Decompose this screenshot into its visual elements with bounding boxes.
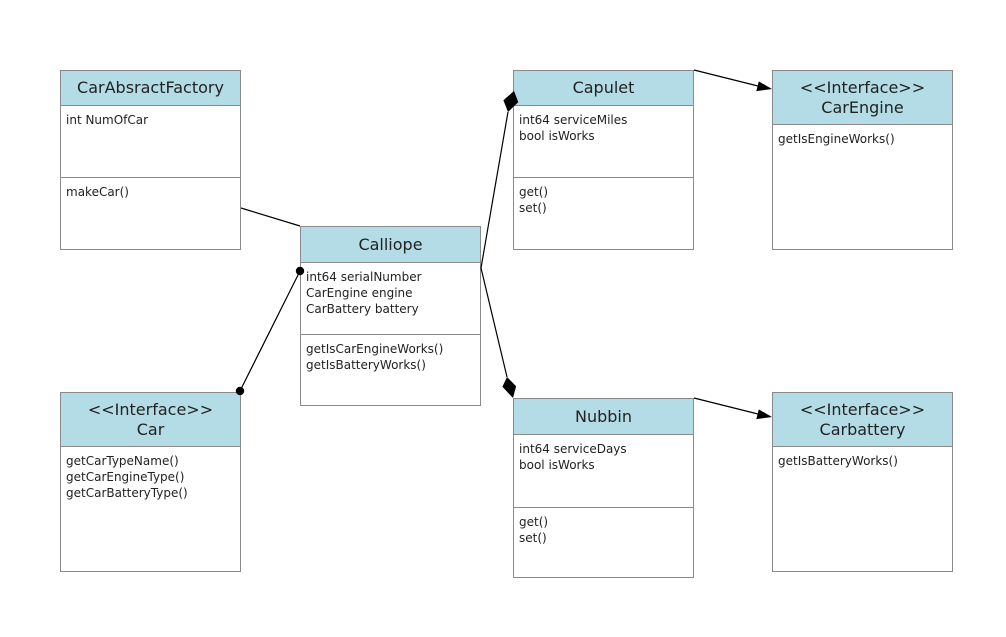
class-header: <<Interface>> CarEngine <box>773 71 952 125</box>
class-car-abstract-factory[interactable]: CarAbsractFactory int NumOfCar makeCar() <box>60 70 241 250</box>
stereotype-label: <<Interface>> <box>87 399 214 419</box>
operations-section: getIsEngineWorks() <box>773 125 952 249</box>
operation: getIsEngineWorks() <box>778 132 895 146</box>
class-title: Calliope <box>358 234 423 254</box>
arrow-head <box>756 81 772 92</box>
association-end-dot <box>295 266 305 276</box>
operation: get() <box>519 515 549 529</box>
attributes-section: int64 serviceDays bool isWorks <box>514 435 693 507</box>
operations-section: get() set() <box>514 177 693 249</box>
class-title: Nubbin <box>574 406 632 426</box>
stereotype-label: <<Interface>> <box>799 77 926 97</box>
class-title: Capulet <box>572 78 635 97</box>
class-header: <<Interface>> Carbattery <box>773 393 952 447</box>
attribute: int64 serviceDays <box>519 442 627 456</box>
attribute: CarEngine engine <box>306 286 413 300</box>
operation: set() <box>519 531 547 545</box>
operations-section: getCarTypeName() getCarEngineType() getC… <box>61 447 240 571</box>
operation: makeCar() <box>66 185 129 199</box>
operation: getIsBatteryWorks() <box>306 358 426 372</box>
operation: set() <box>519 201 547 215</box>
interface-car[interactable]: <<Interface>> Car getCarTypeName() getCa… <box>60 392 241 572</box>
class-title: CarAbsractFactory <box>77 78 224 97</box>
class-header: CarAbsractFactory <box>61 71 240 106</box>
class-nubbin[interactable]: Nubbin int64 serviceDays bool isWorks ge… <box>513 398 694 578</box>
composition-calliope-capulet[interactable] <box>480 111 509 269</box>
stereotype-label: <<Interface>> <box>799 399 926 419</box>
association-factory-calliope[interactable] <box>240 207 301 227</box>
class-title: Car <box>136 419 165 439</box>
operation: getIsBatteryWorks() <box>778 454 898 468</box>
attributes-section: int64 serviceMiles bool isWorks <box>514 106 693 177</box>
association-nubbin-carbattery[interactable] <box>693 397 759 415</box>
attribute: int64 serialNumber <box>306 270 422 284</box>
attribute: int NumOfCar <box>66 113 149 127</box>
composition-calliope-nubbin[interactable] <box>480 267 508 378</box>
interface-car-engine[interactable]: <<Interface>> CarEngine getIsEngineWorks… <box>772 70 953 250</box>
class-capulet[interactable]: Capulet int64 serviceMiles bool isWorks … <box>513 70 694 250</box>
attribute: bool isWorks <box>519 129 595 143</box>
operation: getIsCarEngineWorks() <box>306 342 444 356</box>
composition-diamond <box>503 91 519 112</box>
class-header: Nubbin <box>514 399 693 435</box>
class-title: Carbattery <box>819 419 906 439</box>
operation: getCarTypeName() <box>66 454 179 468</box>
class-header: <<Interface>> Car <box>61 393 240 447</box>
class-header: Capulet <box>514 71 693 106</box>
attributes-section: int64 serialNumber CarEngine engine CarB… <box>301 263 480 334</box>
dependency-calliope-car[interactable] <box>239 270 301 392</box>
class-title: CarEngine <box>821 97 904 117</box>
class-calliope[interactable]: Calliope int64 serialNumber CarEngine en… <box>300 226 481 406</box>
interface-carbattery[interactable]: <<Interface>> Carbattery getIsBatteryWor… <box>772 392 953 572</box>
attribute: CarBattery battery <box>306 302 419 316</box>
association-end-dot <box>235 386 245 396</box>
operations-section: getIsCarEngineWorks() getIsBatteryWorks(… <box>301 334 480 405</box>
class-header: Calliope <box>301 227 480 263</box>
operations-section: makeCar() <box>61 177 240 249</box>
operation: getCarEngineType() <box>66 470 185 484</box>
operation: getCarBatteryType() <box>66 486 188 500</box>
attribute: bool isWorks <box>519 458 595 472</box>
association-capulet-carengine[interactable] <box>693 69 759 87</box>
arrow-head <box>756 409 772 420</box>
attributes-section: int NumOfCar <box>61 106 240 177</box>
attribute: int64 serviceMiles <box>519 113 628 127</box>
operations-section: getIsBatteryWorks() <box>773 447 952 571</box>
operations-section: get() set() <box>514 507 693 577</box>
composition-diamond <box>502 377 517 398</box>
operation: get() <box>519 185 549 199</box>
